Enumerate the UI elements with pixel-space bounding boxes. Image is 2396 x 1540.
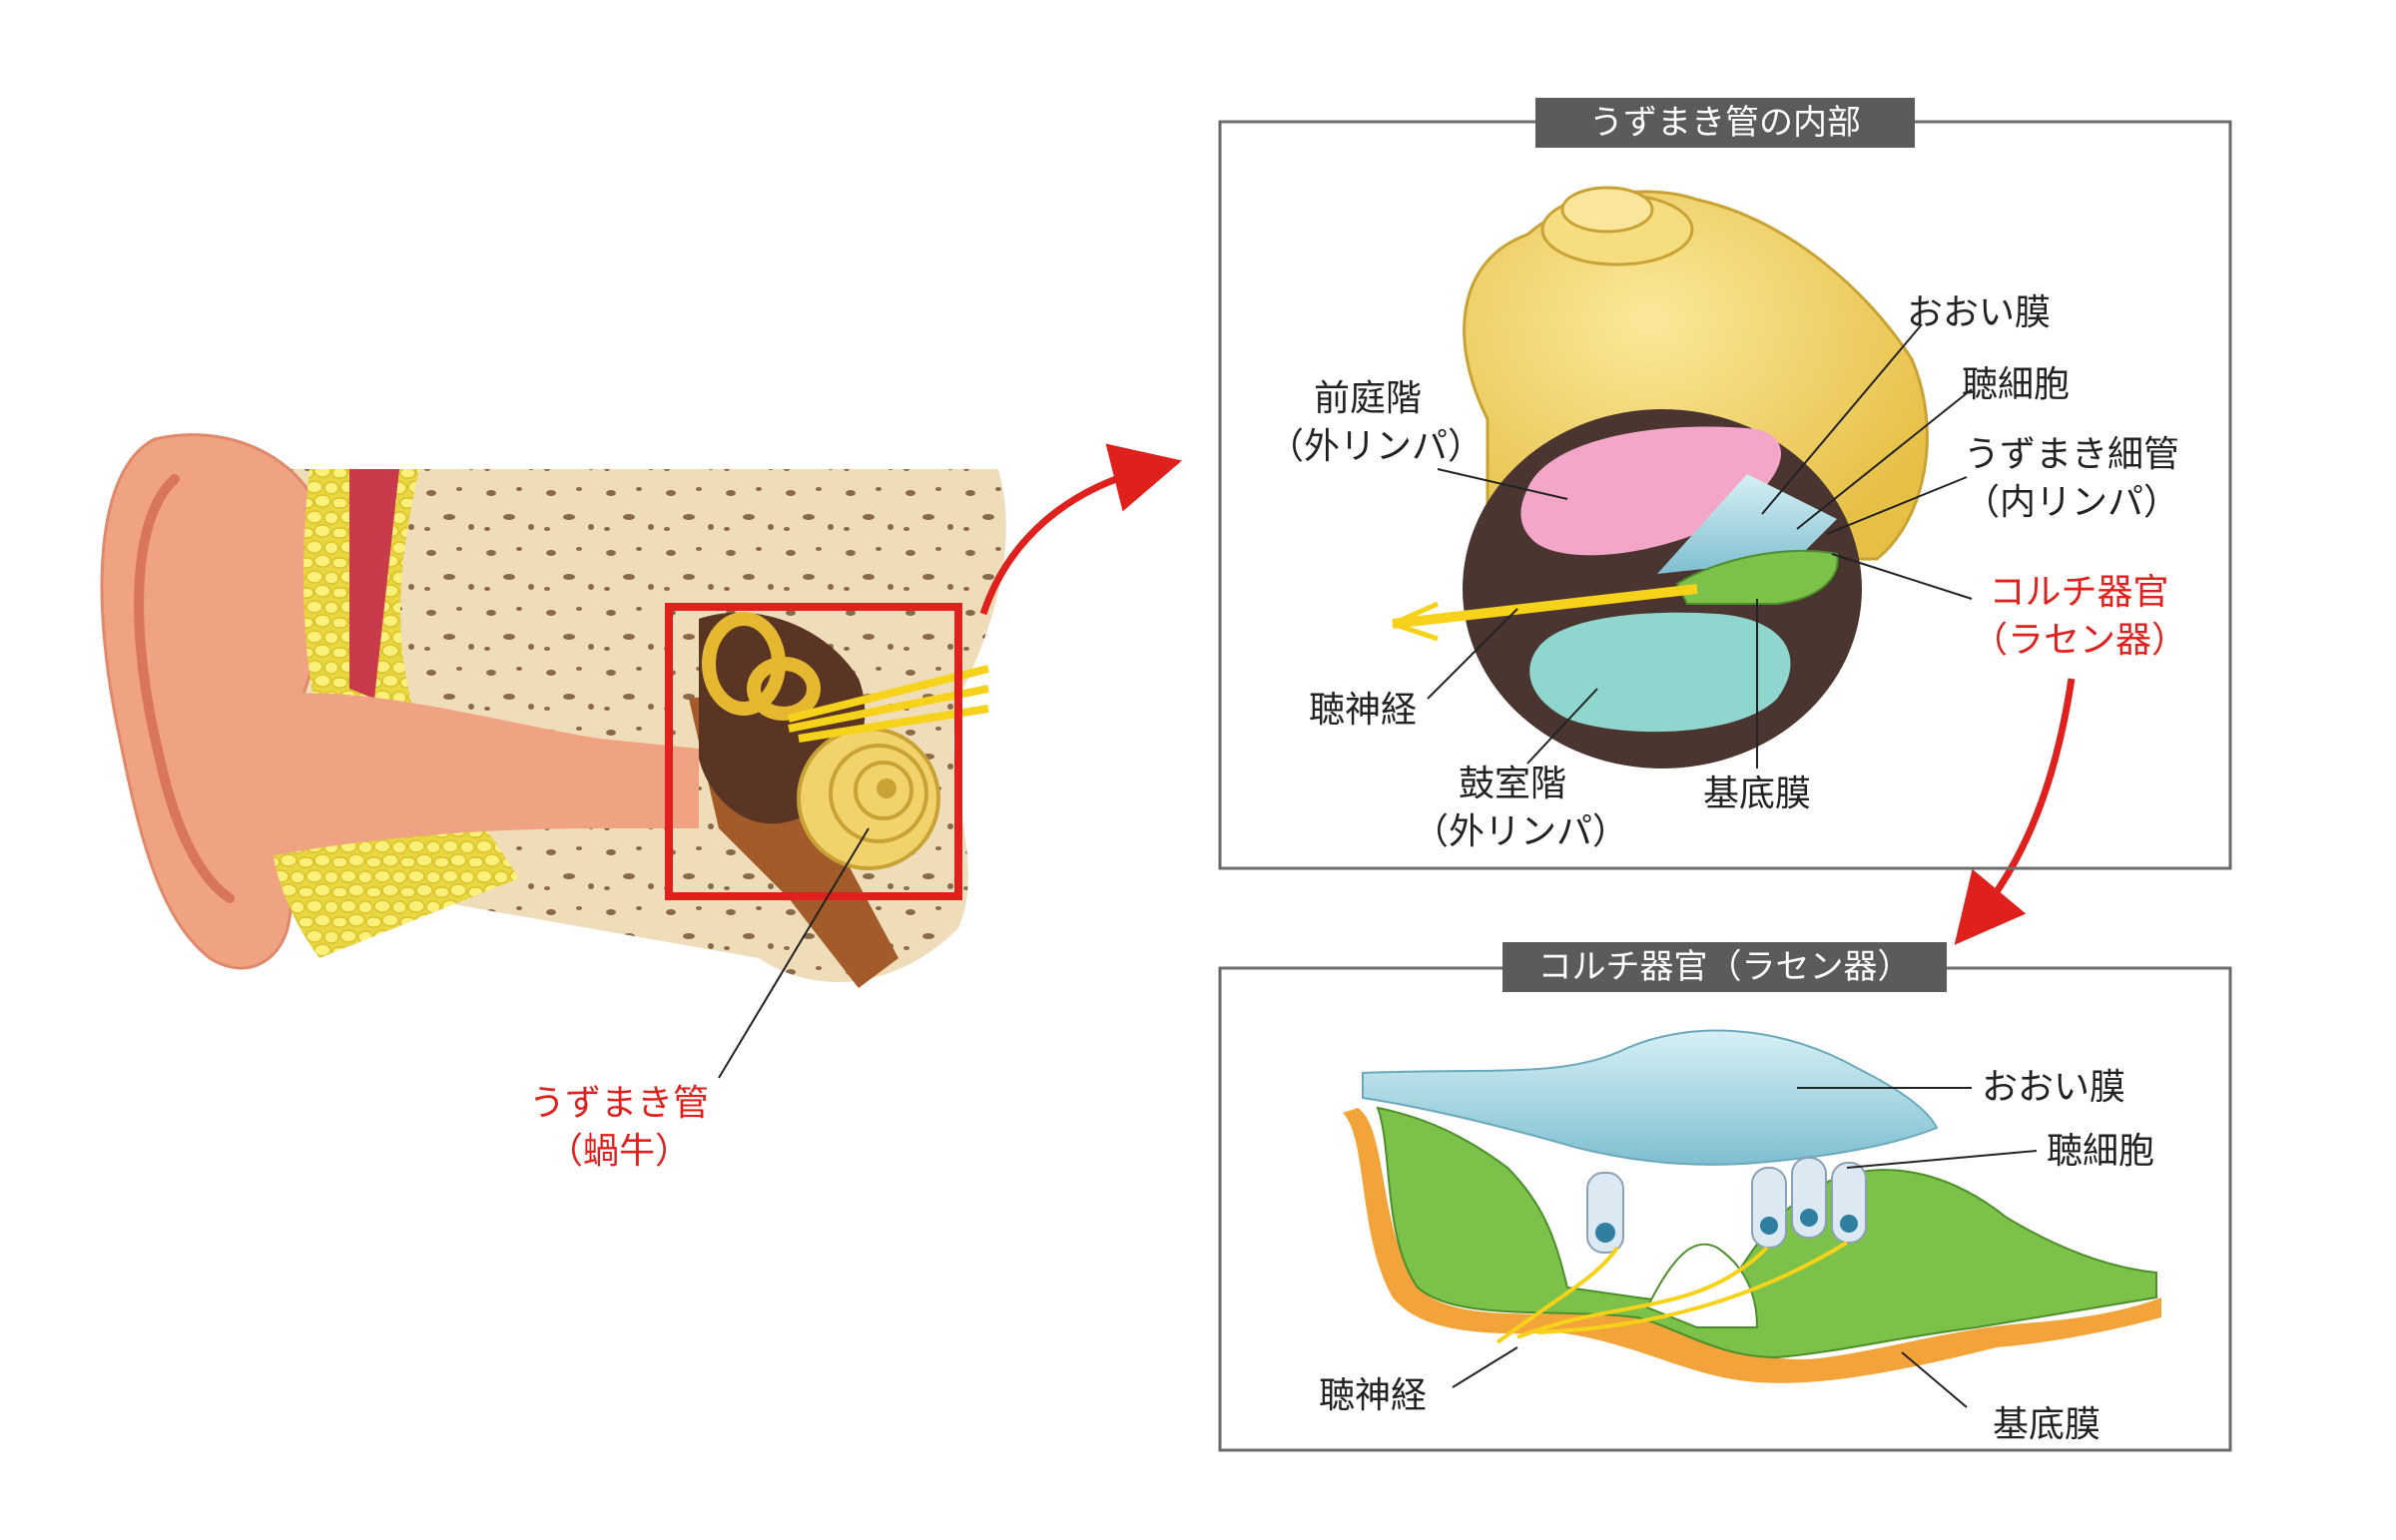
shell-tip bbox=[1560, 186, 1654, 234]
cochlea-leader-line bbox=[718, 827, 870, 1079]
muscle bbox=[349, 469, 399, 699]
basilar-membrane-label: 基底膜 bbox=[1702, 773, 1811, 814]
corti-hair-cells-label: 聴細胞 bbox=[2047, 1131, 2155, 1172]
ear-canal bbox=[236, 693, 700, 858]
cochlea-organ-of-corti bbox=[1675, 549, 1839, 605]
cochlea-leader-lines bbox=[1427, 323, 1973, 769]
cochlea-label-line1: うずまき管 bbox=[528, 1083, 709, 1124]
cochlear-duct-label: うずまき細管 （内リンパ） bbox=[1952, 431, 2191, 527]
corti-basilar-membrane-label: 基底膜 bbox=[1992, 1404, 2100, 1445]
cochlea-highlight-box bbox=[665, 603, 962, 900]
corti-auditory-nerve-label: 聴神経 bbox=[1318, 1375, 1427, 1416]
scala-vestibuli-label-line1: 前庭階 bbox=[1313, 378, 1422, 419]
fat-tissue-lower bbox=[270, 818, 519, 958]
nerve-fibers bbox=[1391, 601, 1440, 642]
hair-cells-label: 聴細胞 bbox=[1962, 364, 2071, 405]
corti-basilar-membrane bbox=[1343, 1108, 2161, 1383]
cochlea-auditory-nerve bbox=[1392, 584, 1698, 629]
arrow-to-cochlea-panel bbox=[979, 443, 1182, 616]
semicircular-canals bbox=[702, 612, 821, 721]
arrow-to-corti-panel bbox=[1954, 678, 2076, 945]
scala-vestibuli-label-line2: （外リンパ） bbox=[1268, 426, 1485, 467]
corti-panel-title: コルチ器官（ラセン器） bbox=[1502, 942, 1947, 992]
corti-nerve-fibers bbox=[1496, 1241, 1849, 1344]
cochlea-tectorial-membrane bbox=[1657, 474, 1837, 574]
ear-illustration bbox=[100, 433, 1006, 1079]
cochlea-cross-section bbox=[1391, 186, 1973, 769]
corti-tunnel bbox=[1645, 1243, 1759, 1328]
scala-vestibuli-label: 前庭階 （外リンパ） bbox=[1268, 375, 1485, 471]
scala-tympani-label-line2: （外リンパ） bbox=[1413, 811, 1629, 852]
scala-tympani-label-line1: 鼓室階 bbox=[1458, 764, 1566, 804]
corti-tectorial-membrane bbox=[1362, 1029, 1939, 1166]
cochlear-duct-label-line2: （内リンパ） bbox=[1963, 482, 2179, 523]
tectorial-membrane-label: おおい膜 bbox=[1907, 292, 2052, 333]
cochlea-label-line2: （蝸牛） bbox=[546, 1131, 691, 1172]
corti-illustration bbox=[1343, 1029, 2161, 1408]
corti-tectorial-membrane-label: おおい膜 bbox=[1982, 1067, 2126, 1108]
scala-tympani-label: 鼓室階 （外リンパ） bbox=[1413, 761, 1629, 856]
organ-of-corti-label: コルチ器官 （ラセン器） bbox=[1972, 569, 2188, 665]
hair-cell-nuclei bbox=[1595, 1209, 1858, 1243]
corti-leader-lines bbox=[1452, 1087, 2038, 1408]
cochlear-duct-label-line1: うずまき細管 bbox=[1963, 434, 2179, 475]
cochlea-label: うずまき管 （蝸牛） bbox=[514, 1080, 724, 1176]
organ-of-corti-label-line1: コルチ器官 bbox=[1989, 572, 2169, 613]
cochlea-panel-title: うずまき管の内部 bbox=[1535, 98, 1915, 148]
scala-tympani bbox=[1529, 612, 1791, 733]
auricle-fold bbox=[134, 474, 235, 903]
cochlea-small bbox=[797, 727, 940, 870]
organ-of-corti-label-line2: （ラセン器） bbox=[1972, 620, 2188, 661]
auditory-nerve-label: 聴神経 bbox=[1308, 690, 1417, 731]
